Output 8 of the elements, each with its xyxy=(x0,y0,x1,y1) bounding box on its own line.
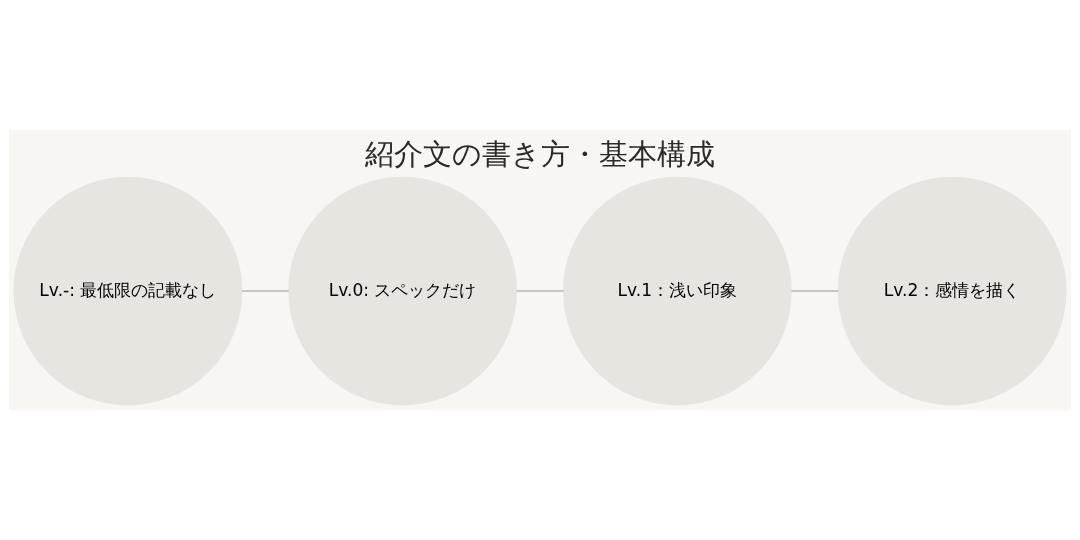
node-circle: Lv.-: 最低限の記載なし xyxy=(13,176,243,406)
connector xyxy=(240,290,290,292)
node-circle: Lv.1：浅い印象 xyxy=(563,176,792,406)
connector xyxy=(515,290,565,292)
connector xyxy=(790,290,840,292)
node-circle: Lv.0: スペックだけ xyxy=(288,176,517,406)
node-circle: Lv.2：感情を描く xyxy=(837,176,1067,406)
diagram-title: 紹介文の書き方・基本構成 xyxy=(365,136,715,171)
